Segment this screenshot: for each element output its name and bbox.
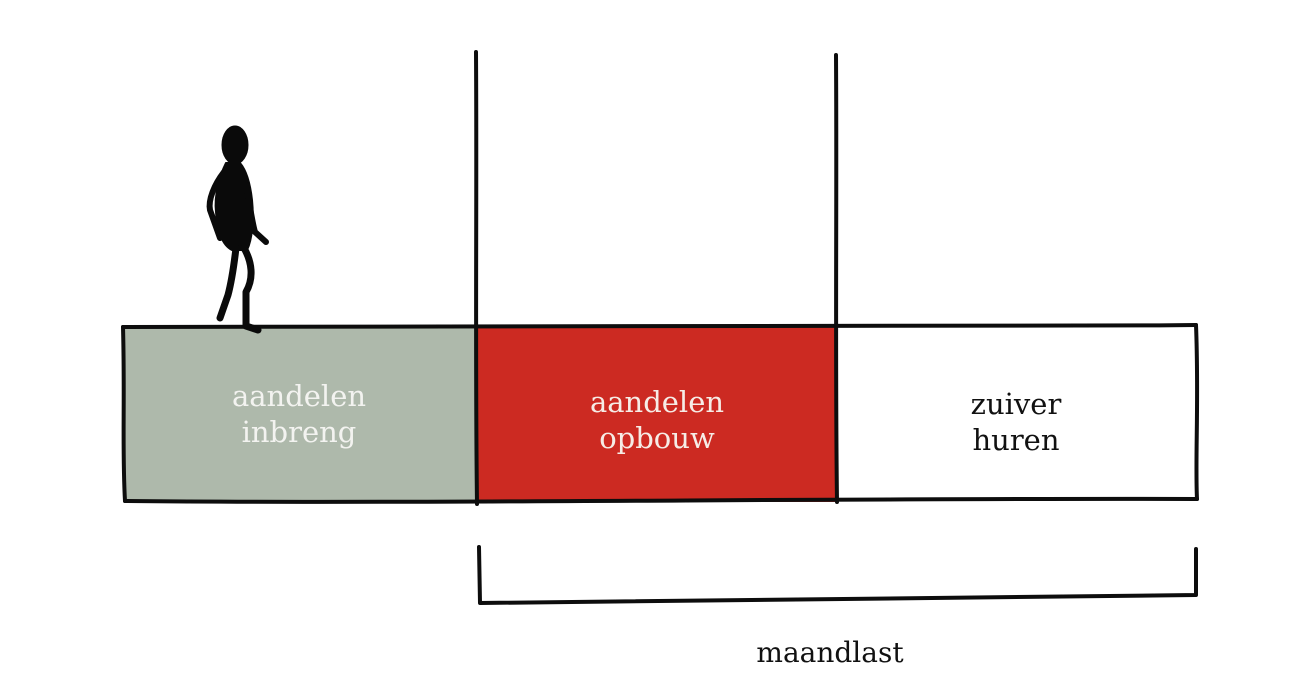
person-front-leg — [240, 244, 262, 334]
bracket — [477, 545, 1198, 605]
segment-label-zuiver-huren: zuiver huren — [836, 386, 1196, 458]
bar-bottom-edge — [123, 496, 1199, 504]
person-back-arm — [206, 169, 227, 241]
divider-right — [834, 53, 839, 504]
bar-left-edge — [121, 325, 127, 503]
segment-label-aandelen-opbouw: aandelen opbouw — [478, 384, 836, 456]
dividers — [474, 50, 839, 506]
person-back-leg — [216, 244, 240, 322]
segment-fill-aandelen-inbreng — [124, 326, 476, 502]
segment-fill-zuiver-huren — [837, 326, 1197, 502]
segment-label-line2: huren — [972, 423, 1060, 457]
bracket-label-maandlast: maandlast — [756, 636, 904, 669]
walking-person-icon — [206, 125, 269, 334]
segment-label-line2: opbouw — [599, 421, 715, 455]
segment-label-line1: aandelen — [231, 379, 367, 413]
segment-label-line2: inbreng — [241, 415, 357, 449]
person-front-arm — [243, 182, 269, 245]
bar-top-edge — [121, 323, 1198, 329]
divider-left — [474, 50, 479, 506]
segment-label-line1: zuiver — [970, 387, 1062, 421]
bar-right-edge — [1194, 323, 1200, 501]
segment-label-line1: aandelen — [589, 385, 725, 419]
person-head — [221, 125, 249, 165]
segment-label-aandelen-inbreng: aandelen inbreng — [124, 378, 474, 450]
segment-fill-aandelen-opbouw — [477, 326, 837, 502]
